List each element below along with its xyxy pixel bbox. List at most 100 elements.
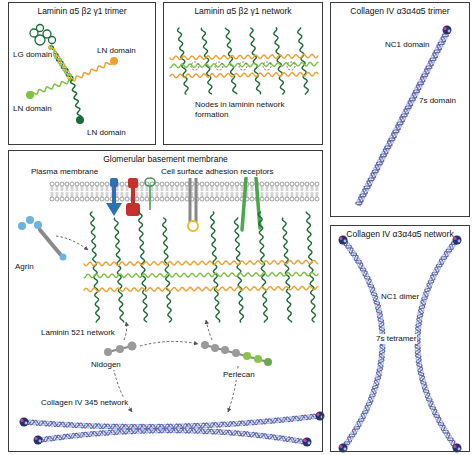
lipid-tail [287,192,288,197]
lipid-head [180,197,184,201]
lipid-tail [216,192,217,197]
laminin-alpha [225,28,236,94]
lipid-tail [307,186,308,191]
lipid-tail [71,186,72,191]
lipid-head [220,197,224,201]
annotation: Nodes in laminin network formation [194,100,292,119]
lipid-head [210,182,214,186]
lipid-tail [152,186,153,191]
lipid-tail [136,192,137,197]
lipid-head [75,182,79,186]
lipid-tail [302,192,303,197]
lipid-head [135,197,139,201]
lipid-tail [156,186,157,191]
lipid-tail [51,186,52,191]
perlecan [221,346,229,354]
panel-title: Glomerular basement membrane [9,151,322,164]
laminin-alpha [138,212,147,322]
laminin-alpha [298,28,309,94]
lipid-tail [92,186,93,191]
molecule-label: Nidogen [90,360,122,370]
lipid-head [205,182,209,186]
lipid-head [285,197,289,201]
lipid-tail [66,186,67,191]
lipid-tail [166,186,167,191]
lipid-tail [172,186,173,191]
lipid-tail [102,192,103,197]
lipid-head [165,197,169,201]
laminin-network [170,28,318,94]
domain-label: LG domain [12,50,53,60]
lipid-tail [231,192,232,197]
lipid-head [95,182,99,186]
lipid-head [120,197,124,201]
collagen-strand [415,243,457,447]
panel-box: Collagen IV α3α4α5 trimer [330,2,470,217]
nc1-domain [34,436,43,445]
lipid-tail [206,192,207,197]
lipid-tail [101,186,102,191]
lipid-tail [236,186,237,191]
short-arm [31,79,72,94]
collagen-strand [26,414,318,429]
lipid-tail [201,186,202,191]
nc1-domain [339,236,348,245]
lipid-tail [152,192,153,197]
laminin-alpha [90,212,99,322]
receptor [131,188,135,203]
nc1-domain [453,445,456,448]
receptor [128,178,138,188]
lipid-tail [247,186,248,191]
nc1-domain [344,240,347,243]
lipid-tail [301,186,302,191]
lipid-tail [162,192,163,197]
lipid-tail [241,192,242,197]
lipid-tail [61,192,62,197]
lipid-tail [226,186,227,191]
nc1-domain [344,448,347,451]
lipid-tail [67,186,68,191]
lipid-head [155,197,159,201]
lipid-tail [231,186,232,191]
structure-label: 7s tetramer [375,334,417,344]
lipid-tail [81,186,82,191]
lipid-tail [237,186,238,191]
laminin-alpha [234,218,243,322]
lipid-tail [281,186,282,191]
agrin [34,221,42,229]
lipid-tail [316,192,317,197]
lipid-tail [251,192,252,197]
lipid-tail [97,186,98,191]
laminin-alpha [274,28,285,94]
lipid-tail [266,192,267,197]
lipid-head [160,182,164,186]
lipid-tail [301,192,302,197]
laminin-alpha [306,212,315,322]
lg-domain [49,37,56,44]
collagen-strand [415,242,456,446]
lipid-head [140,182,144,186]
lipid-tail [251,186,252,191]
lipid-tail [221,186,222,191]
lipid-head [215,182,219,186]
lipid-head [175,182,179,186]
lipid-tail [271,186,272,191]
lipid-tail [281,192,282,197]
lipid-tail [261,186,262,191]
laminin-beta [84,286,318,292]
lipid-tail [82,192,83,197]
lipid-tail [267,186,268,191]
lipid-tail [82,186,83,191]
receptor [149,186,151,210]
lipid-tail [81,192,82,197]
nc1-domain [443,26,452,35]
lipid-tail [76,192,77,197]
lipid-tail [182,192,183,197]
perlecan [205,345,268,362]
lipid-head [105,197,109,201]
laminin-beta [170,72,318,77]
lipid-tail [307,192,308,197]
laminin-gamma [84,272,318,278]
lipid-tail [207,192,208,197]
lipid-tail [221,192,222,197]
